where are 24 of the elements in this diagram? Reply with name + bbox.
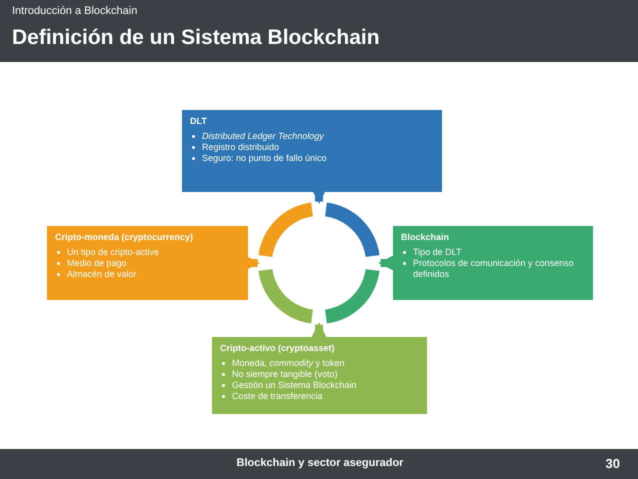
footer-text: Blockchain y sector asegurador	[236, 457, 404, 469]
bullet-item: Protocolos de comunicación y consenso definidos	[413, 258, 574, 279]
box-heading: DLT	[190, 116, 208, 126]
bullet-item: Seguro: no punto de fallo único	[202, 153, 327, 163]
box-heading: Cripto-moneda (cryptocurrency)	[55, 232, 194, 242]
page-number: 30	[604, 456, 620, 471]
bullet-item: Gestión un Sistema Blockchain	[232, 380, 357, 390]
bullet-item: Coste de transferencia	[232, 391, 323, 401]
bullet-item: Distributed Ledger Technology	[202, 131, 324, 141]
text-box	[182, 110, 442, 192]
bullet-item: Medio de pago	[67, 258, 127, 268]
bullet-item: No siempre tangible (voto)	[232, 369, 338, 379]
bullet-item: Tipo de DLT	[413, 247, 462, 257]
box-heading: Cripto-activo (cryptoasset)	[220, 343, 336, 353]
text-box	[212, 337, 427, 414]
bullet-item: Almacén de valor	[67, 269, 137, 279]
bullet-item: Registro distribuido	[202, 142, 280, 152]
title: Definición de un Sistema Blockchain	[12, 26, 380, 50]
section-heading: Introducción a Blockchain	[12, 5, 138, 17]
text-box	[47, 226, 248, 300]
bullet-item: Un tipo de cripto-active	[67, 247, 160, 257]
text-box	[393, 226, 593, 300]
bullet-item: Moneda, commodity y token	[232, 358, 345, 368]
box-heading: Blockchain	[401, 232, 450, 242]
